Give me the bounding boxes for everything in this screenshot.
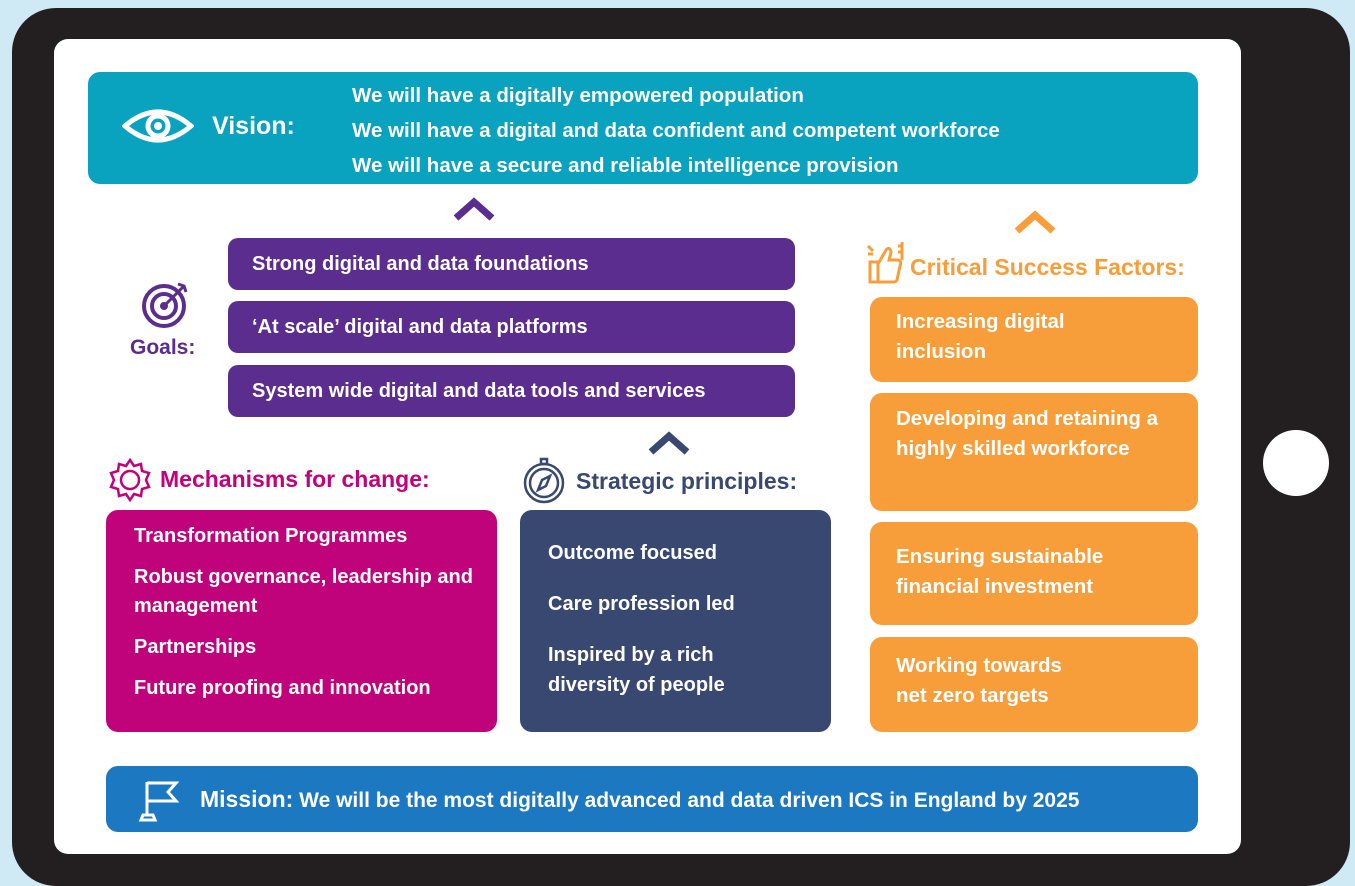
chevron-up-icon xyxy=(1014,210,1056,234)
principles-box: Outcome focused Care profession led Insp… xyxy=(520,510,831,732)
target-icon xyxy=(142,282,188,328)
success-factor-item: Ensuring sustainable financial investmen… xyxy=(870,522,1198,625)
mechanism-item: Partnerships xyxy=(134,636,257,658)
compass-icon xyxy=(523,457,565,504)
mechanism-item: Future proofing and innovation xyxy=(134,677,431,699)
success-factor-text: Increasing digital inclusion xyxy=(896,310,1065,363)
vision-statement: We will have a digital and data confiden… xyxy=(352,119,1000,142)
mission-label: Mission: xyxy=(200,786,294,812)
flag-icon xyxy=(138,781,180,822)
goal-item: ‘At scale’ digital and data platforms xyxy=(228,301,795,353)
principles-title: Strategic principles: xyxy=(576,468,798,494)
chevron-up-icon xyxy=(648,431,690,455)
principle-item: Care profession led xyxy=(548,593,735,615)
chevron-up-icon xyxy=(453,197,495,221)
mission-statement: Mission: We will be the most digitally a… xyxy=(200,786,1079,813)
success-factors-title: Critical Success Factors: xyxy=(910,254,1185,280)
mission-text: We will be the most digitally advanced a… xyxy=(299,789,1080,812)
vision-statement: We will have a secure and reliable intel… xyxy=(352,154,899,177)
thumbs-up-icon xyxy=(866,242,904,284)
mission-banner xyxy=(106,766,1198,832)
success-factor-item: Developing and retaining a highly skille… xyxy=(870,393,1198,511)
mechanism-item: Robust governance, leadership and manage… xyxy=(134,566,473,617)
success-factor-item: Increasing digital inclusion xyxy=(870,297,1198,382)
vision-statements: We will have a digitally empowered popul… xyxy=(352,78,1000,183)
goals-label: Goals: xyxy=(130,336,196,359)
success-factor-text: Working towards net zero targets xyxy=(896,654,1062,707)
mechanisms-title: Mechanisms for change: xyxy=(160,466,430,492)
gear-icon xyxy=(109,457,151,503)
principle-item: Outcome focused xyxy=(548,542,717,564)
vision-statement: We will have a digitally empowered popul… xyxy=(352,84,804,107)
principle-item: Inspired by a rich diversity of people xyxy=(548,644,725,696)
success-factor-item: Working towards net zero targets xyxy=(870,637,1198,732)
success-factor-text: Ensuring sustainable financial investmen… xyxy=(896,545,1104,598)
success-factor-text: Developing and retaining a highly skille… xyxy=(896,407,1158,460)
tablet-home-button xyxy=(1263,430,1329,496)
mechanisms-box: Transformation Programmes Robust governa… xyxy=(106,510,497,732)
eye-icon xyxy=(122,109,194,143)
vision-banner xyxy=(88,72,1198,184)
vision-label: Vision: xyxy=(212,112,295,140)
goal-item: Strong digital and data foundations xyxy=(228,238,795,290)
mechanism-item: Transformation Programmes xyxy=(134,525,408,547)
goal-item: System wide digital and data tools and s… xyxy=(228,365,795,417)
